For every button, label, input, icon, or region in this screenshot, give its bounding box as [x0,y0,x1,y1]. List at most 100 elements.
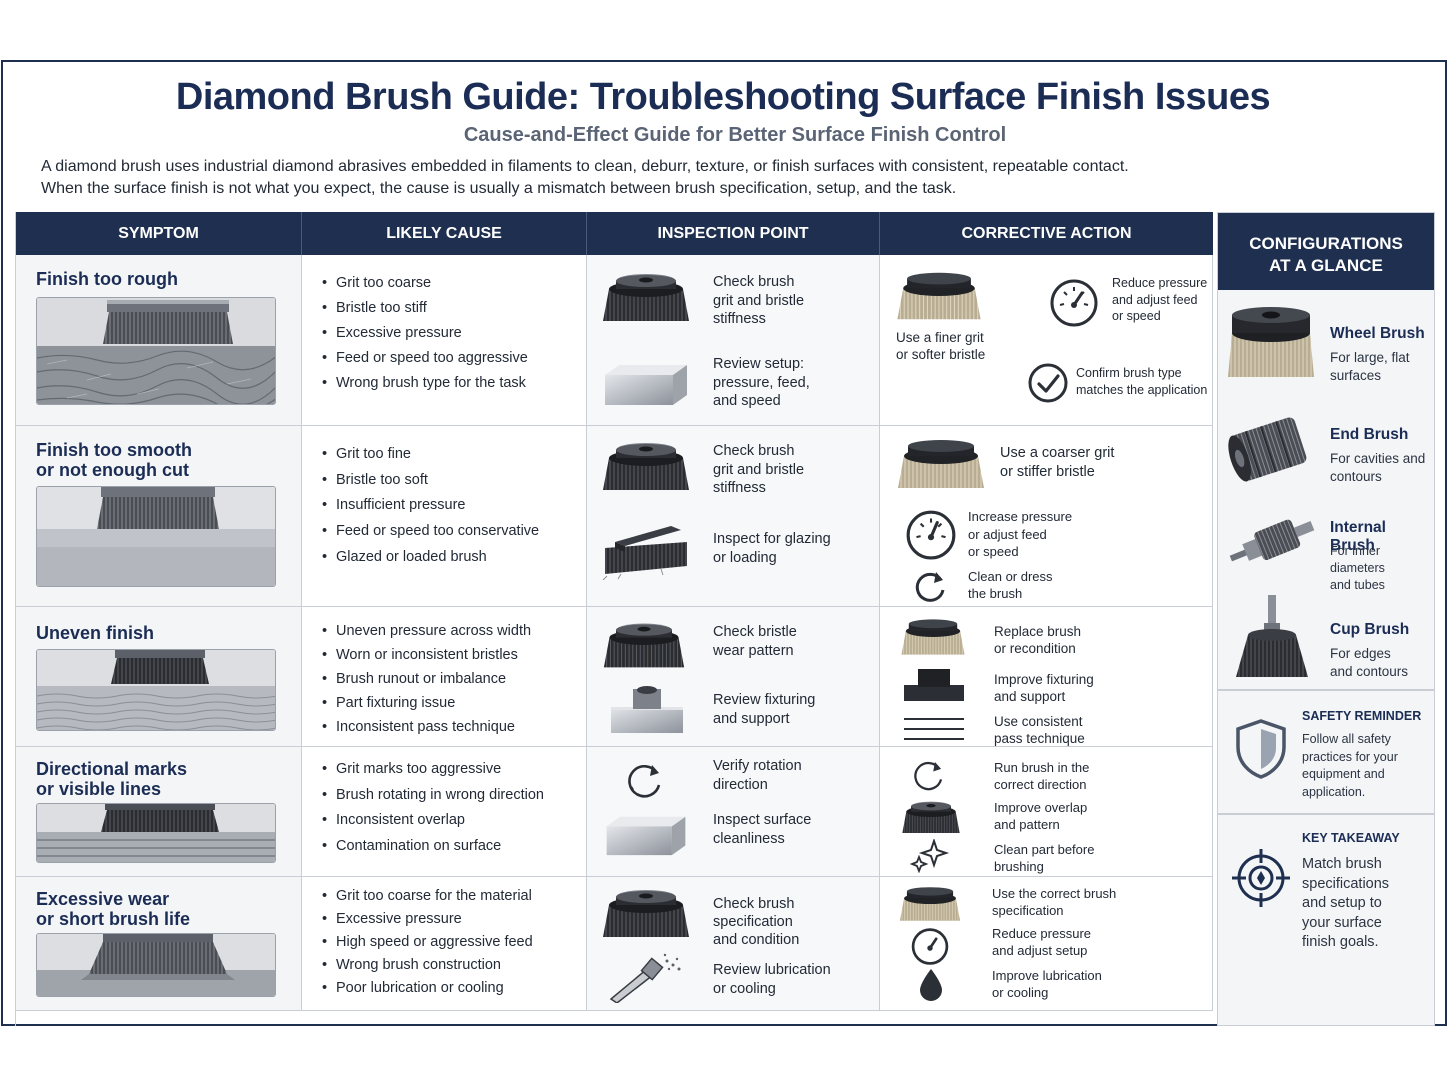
list-item: Grit too fine [322,442,539,468]
list-item: Inconsistent pass technique [322,715,531,739]
list-item: Inconsistent overlap [322,808,544,834]
list-item: Wrong brush type for the task [322,371,528,396]
wheel-brush-icon [601,267,691,327]
infographic-frame: Diamond Brush Guide: Troubleshooting Sur… [1,60,1447,1026]
cause-list: Uneven pressure across width Worn or inc… [322,619,531,739]
rough-surface-illustration [36,297,276,405]
list-item: Grit marks too aggressive [322,757,544,783]
wheel-brush-icon [1228,307,1314,377]
metal-block-icon [601,359,691,409]
list-item: Insufficient pressure [322,493,539,519]
page-subtitle: Cause-and-Effect Guide for Better Surfac… [463,124,1007,146]
cause-cell: Grit too coarse Bristle too stiff Excess… [302,255,587,425]
cause-list: Grit too coarse for the material Excessi… [322,885,533,1000]
inspection-item: Review setup:pressure, feed,and speed [597,355,872,415]
list-item: Feed or speed too conservative [322,519,539,545]
list-item: Grit too coarse [322,271,528,296]
cause-cell: Grit too fine Bristle too soft Insuffici… [302,426,587,606]
list-item: Brush rotating in wrong direction [322,783,544,809]
uneven-surface-illustration [36,649,276,731]
end-brush-icon [1228,417,1307,482]
refresh-icon [915,572,945,602]
spray-nozzle-icon [609,953,681,1003]
smooth-surface-illustration [36,486,276,587]
list-item: Wrong brush construction [322,954,533,977]
wheel-brush-icon [601,883,691,943]
gauge-icon [906,510,956,560]
rotation-icon [914,761,943,791]
tan-brush-icon [896,883,964,925]
symptom-cell: Uneven finish [16,607,302,746]
list-item: Uneven pressure across width [322,619,531,643]
cause-list: Grit too fine Bristle too soft Insuffici… [322,442,539,571]
list-item: Contamination on surface [322,834,544,860]
list-item: Part fixturing issue [322,691,531,715]
intro-line: A diamond brush uses industrial diamond … [41,158,1129,175]
fixture-icon [904,669,964,701]
intro-text: A diamond brush uses industrial diamond … [41,156,1421,200]
checkmark-icon [1028,363,1068,403]
column-header-symptom: SYMPTOM [16,212,302,255]
cause-list: Grit too coarse Bristle too stiff Excess… [322,271,528,396]
wheel-brush-icon [898,797,964,837]
cause-cell: Grit marks too aggressive Brush rotating… [302,747,587,876]
shield-icon [1236,719,1286,779]
worn-brush-icon [602,526,687,580]
gauge-icon [1050,279,1098,327]
list-item: Poor lubrication or cooling [322,977,533,1000]
list-item: Worn or inconsistent bristles [322,643,531,667]
rotation-icon [628,764,661,798]
target-icon [1232,849,1290,907]
troubleshooting-table: SYMPTOM LIKELY CAUSE INSPECTION POINT CO… [15,212,1213,1026]
lines-icon [904,718,964,740]
list-item: Excessive pressure [322,908,533,931]
table-row: Finish too rough [16,255,1213,426]
list-item: Feed or speed too aggressive [322,346,528,371]
tan-brush-icon [894,267,984,325]
table-header: SYMPTOM LIKELY CAUSE INSPECTION POINT CO… [16,212,1213,255]
symptom-title: Uneven finish [36,623,155,643]
cup-brush-icon [1236,595,1308,677]
list-item: High speed or aggressive feed [322,931,533,954]
list-item: Grit too coarse for the material [322,885,533,908]
column-header-cause: LIKELY CAUSE [302,212,587,255]
tan-brush-icon [894,434,988,494]
gauge-icon [911,928,949,965]
